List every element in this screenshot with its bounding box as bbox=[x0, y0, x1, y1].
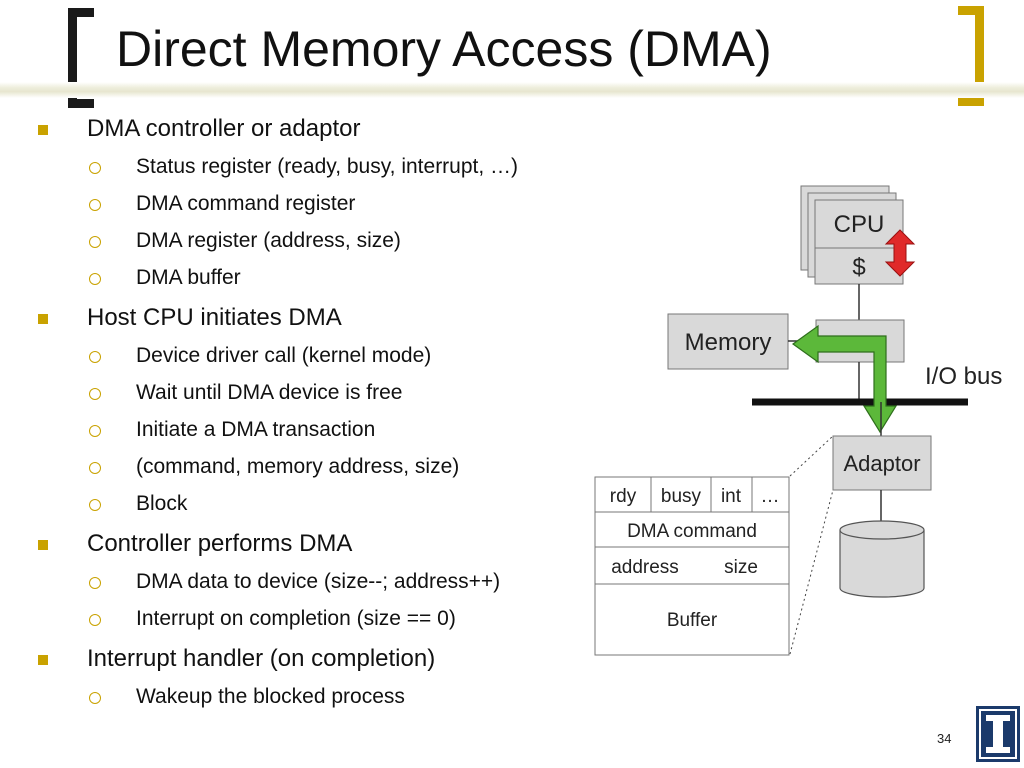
sub-bullet-circle-icon bbox=[89, 577, 101, 589]
zoom-line-bottom bbox=[789, 489, 834, 655]
sub-bullet-circle-icon bbox=[89, 388, 101, 400]
cpu-cache-double-arrow-icon bbox=[884, 229, 916, 277]
memory-label: Memory bbox=[685, 329, 772, 356]
register-address: address bbox=[611, 557, 679, 578]
bullet-square-icon bbox=[38, 125, 48, 135]
bullet-square-icon bbox=[38, 314, 48, 324]
register-rdy: rdy bbox=[610, 486, 637, 507]
register-dma-command: DMA command bbox=[627, 521, 757, 542]
sub-bullet-item: Block bbox=[136, 492, 188, 515]
sub-bullet-item: DMA buffer bbox=[136, 266, 241, 289]
sub-bullet-circle-icon bbox=[89, 162, 101, 174]
bullet-item: Interrupt handler (on completion) bbox=[87, 645, 436, 672]
page-number: 34 bbox=[937, 731, 952, 746]
dma-transfer-arrow-icon bbox=[791, 324, 898, 434]
sub-bullet-circle-icon bbox=[89, 425, 101, 437]
sub-bullet-circle-icon bbox=[89, 692, 101, 704]
register-size: size bbox=[724, 557, 758, 578]
slide-title: Direct Memory Access (DMA) bbox=[116, 21, 772, 77]
adaptor-register-table bbox=[594, 476, 790, 656]
sub-bullet-item: Wait until DMA device is free bbox=[136, 381, 403, 404]
sub-bullet-circle-icon bbox=[89, 199, 101, 211]
memory-box bbox=[667, 313, 789, 370]
register-busy: busy bbox=[661, 486, 702, 507]
sub-bullet-item: DMA register (address, size) bbox=[136, 229, 401, 252]
sub-bullet-circle-icon bbox=[89, 273, 101, 285]
bullet-square-icon bbox=[38, 540, 48, 550]
sub-bullet-item: Status register (ready, busy, interrupt,… bbox=[136, 155, 519, 178]
sub-bullet-item: Initiate a DMA transaction bbox=[136, 418, 376, 441]
cpu-label: CPU bbox=[834, 211, 885, 238]
sub-bullet-item: DMA data to device (size--; address++) bbox=[136, 570, 501, 593]
sub-bullet-item: Device driver call (kernel mode) bbox=[136, 344, 432, 367]
register-buffer: Buffer bbox=[667, 610, 718, 631]
zoom-line-top bbox=[789, 435, 834, 477]
sub-bullet-item: (command, memory address, size) bbox=[136, 455, 460, 478]
title-bracket-left bbox=[68, 8, 94, 108]
bullet-square-icon bbox=[38, 655, 48, 665]
adaptor-label: Adaptor bbox=[843, 451, 920, 476]
university-logo-icon bbox=[976, 706, 1020, 762]
cache-label: $ bbox=[852, 254, 865, 281]
sub-bullet-circle-icon bbox=[89, 236, 101, 248]
register-int: int bbox=[721, 486, 742, 507]
bullet-item: Host CPU initiates DMA bbox=[87, 304, 342, 331]
sub-bullet-circle-icon bbox=[89, 462, 101, 474]
title-bracket-right bbox=[958, 6, 984, 106]
disk-icon bbox=[839, 530, 925, 598]
adaptor-box bbox=[832, 435, 932, 491]
bullet-item: Controller performs DMA bbox=[87, 530, 353, 557]
sub-bullet-item: DMA command register bbox=[136, 192, 356, 215]
sub-bullet-circle-icon bbox=[89, 499, 101, 511]
sub-bullet-circle-icon bbox=[89, 351, 101, 363]
sub-bullet-item: Wakeup the blocked process bbox=[136, 685, 405, 708]
bullet-item: DMA controller or adaptor bbox=[87, 115, 361, 142]
io-bus-label: I/O bus bbox=[925, 363, 1002, 390]
sub-bullet-item: Interrupt on completion (size == 0) bbox=[136, 607, 456, 630]
disk-top bbox=[839, 520, 925, 540]
title-rule bbox=[0, 82, 1024, 98]
sub-bullet-circle-icon bbox=[89, 614, 101, 626]
register-more: … bbox=[761, 486, 780, 507]
